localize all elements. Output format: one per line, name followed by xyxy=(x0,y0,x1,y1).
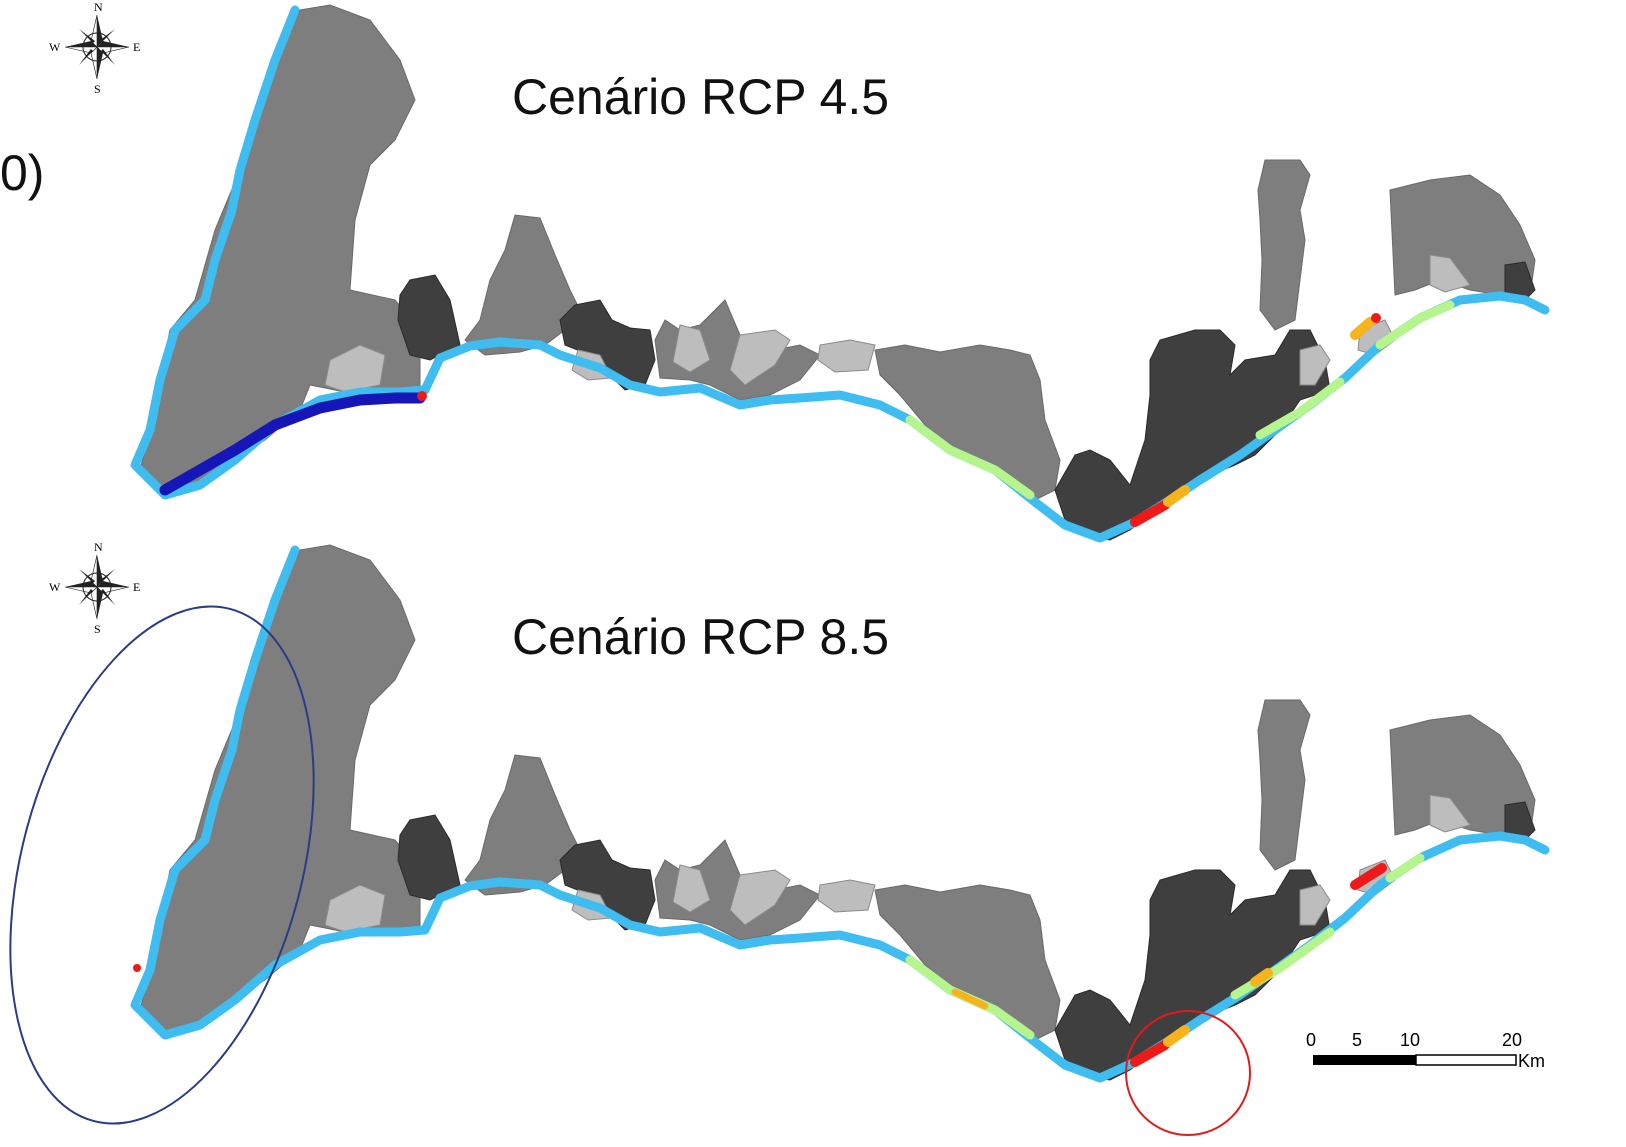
coast-orange-segment-3 xyxy=(951,988,989,1010)
coast-red-segment-1 xyxy=(1130,1040,1170,1067)
scale-tick-0: 0 xyxy=(1306,1030,1316,1050)
coast-red-segment-1 xyxy=(1130,500,1170,527)
north-arrow-bottom: N S W E xyxy=(49,540,140,636)
compass-e-label: E xyxy=(133,580,140,594)
highlight-ellipse-west-coast xyxy=(9,605,315,1125)
coast-red-dot xyxy=(1371,313,1381,323)
scale-tick-5: 5 xyxy=(1352,1030,1362,1050)
coast-green-segment-2 xyxy=(1230,927,1335,1000)
highlight-circle-bay xyxy=(1125,1010,1251,1136)
compass-s-label: S xyxy=(94,82,101,96)
coast-red-dot xyxy=(417,391,427,401)
compass-w-label: W xyxy=(49,580,61,594)
coast-green-segment-3 xyxy=(1385,853,1425,883)
map-title-rcp85: Cenário RCP 8.5 xyxy=(512,609,890,665)
coast-green-segment-1 xyxy=(905,415,1035,500)
compass-w-label: W xyxy=(49,40,61,54)
coast-green-segment-2 xyxy=(1255,377,1345,440)
map-title-rcp45: Cenário RCP 4.5 xyxy=(512,69,890,125)
scale-bar: 0 5 10 20 Km xyxy=(1306,1030,1545,1071)
coast-orange-segment-1 xyxy=(1163,485,1190,507)
coast-orange-segment-2 xyxy=(1350,317,1375,340)
coast-dark-blue-segment xyxy=(159,392,426,496)
scale-unit: Km xyxy=(1518,1051,1545,1071)
coast-red-segment-2 xyxy=(1350,863,1387,890)
cropped-label-text: 0) xyxy=(0,145,45,201)
map-rcp85: N S W E xyxy=(49,540,1545,1080)
map-rcp45: N S W E xyxy=(49,0,1545,540)
scale-tick-20: 20 xyxy=(1502,1030,1522,1050)
compass-n-label: N xyxy=(94,0,103,14)
coast-orange-segment-2 xyxy=(1163,1025,1190,1047)
compass-n-label: N xyxy=(94,540,103,554)
coast-red-dot xyxy=(133,964,141,972)
scale-tick-10: 10 xyxy=(1400,1030,1420,1050)
north-arrow-top: N S W E xyxy=(49,0,140,96)
compass-e-label: E xyxy=(133,40,140,54)
coast-green-segment-3 xyxy=(1375,300,1455,350)
compass-s-label: S xyxy=(94,622,101,636)
coast-orange-segment-1 xyxy=(1250,968,1273,987)
